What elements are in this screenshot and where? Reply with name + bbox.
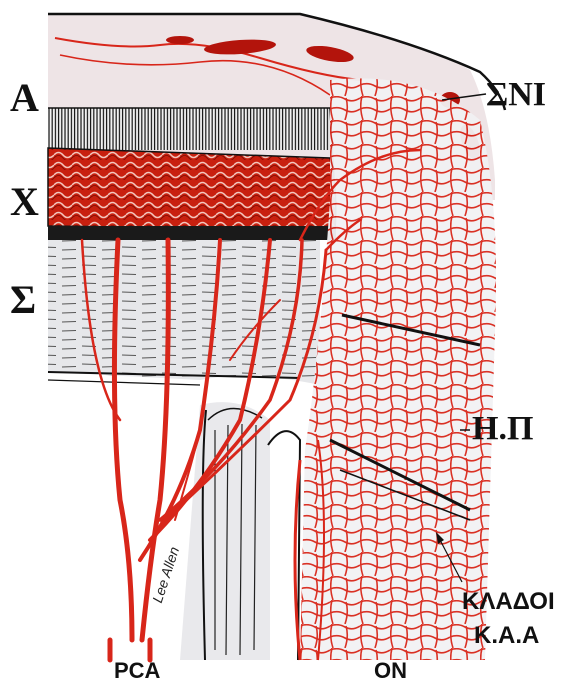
label-layer-x: X bbox=[10, 182, 39, 222]
label-pca: PCA bbox=[114, 660, 160, 682]
label-hp: Η.Π bbox=[472, 412, 533, 446]
photoreceptor-band bbox=[48, 108, 330, 150]
label-layer-a: A bbox=[10, 78, 39, 118]
choroid-layer-x bbox=[48, 148, 336, 240]
label-on: ON bbox=[374, 660, 407, 682]
retinal-vessel-section bbox=[166, 36, 194, 44]
label-layer-s: Σ bbox=[10, 280, 36, 320]
nerve-sheath bbox=[48, 385, 300, 688]
label-kaa: Κ.Α.Α bbox=[474, 624, 539, 648]
label-sni: ΣΝΙ bbox=[486, 78, 546, 112]
label-kladoi: ΚΛΑΔΟΙ bbox=[462, 590, 555, 614]
